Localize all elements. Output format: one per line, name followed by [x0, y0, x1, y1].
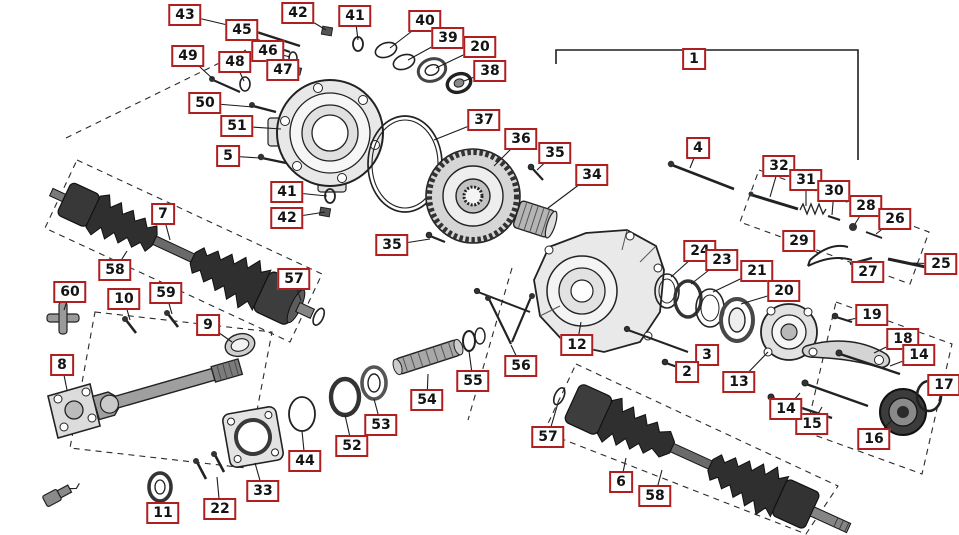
callout-57: 57 [531, 426, 565, 448]
callout-33: 33 [246, 480, 280, 502]
callout-36: 36 [504, 128, 538, 150]
callout-40: 40 [408, 10, 442, 32]
callout-58: 58 [638, 485, 672, 507]
callout-37: 37 [467, 109, 501, 131]
callout-56: 56 [504, 355, 538, 377]
callout-45: 45 [225, 19, 259, 41]
callout-49: 49 [171, 45, 205, 67]
part-1-bracket [555, 49, 859, 160]
callout-59: 59 [149, 282, 183, 304]
front-cover-housing [267, 79, 384, 193]
callout-27: 27 [851, 261, 885, 283]
callout-38: 38 [473, 60, 507, 82]
callout-12: 12 [560, 334, 594, 356]
callout-50: 50 [188, 92, 222, 114]
callout-25: 25 [924, 253, 958, 275]
callout-54: 54 [410, 389, 444, 411]
callout-20: 20 [463, 36, 497, 58]
callout-55: 55 [456, 370, 490, 392]
prop-shaft [42, 301, 256, 507]
wire-connector [42, 483, 80, 507]
callout-44: 44 [288, 450, 322, 472]
callout-60: 60 [53, 281, 87, 303]
callout-43: 43 [168, 4, 202, 26]
seal-stack [654, 273, 755, 343]
callout-30: 30 [817, 180, 851, 202]
callout-52: 52 [335, 435, 369, 457]
callout-11: 11 [146, 502, 180, 524]
callout-57: 57 [277, 268, 311, 290]
rear-cover-group [760, 303, 943, 436]
callout-6: 6 [609, 471, 633, 493]
callout-31: 31 [789, 169, 823, 191]
callout-51: 51 [220, 115, 254, 137]
callout-26: 26 [878, 208, 912, 230]
callout-17: 17 [927, 374, 959, 396]
callout-28: 28 [849, 195, 883, 217]
callout-15: 15 [795, 413, 829, 435]
callout-53: 53 [364, 414, 398, 436]
callout-14: 14 [902, 344, 936, 366]
callout-48: 48 [218, 51, 252, 73]
callout-1: 1 [682, 48, 706, 70]
callout-16: 16 [857, 428, 891, 450]
right-cv-axle [552, 384, 852, 534]
callout-2: 2 [675, 361, 699, 383]
gear-bolts [425, 163, 544, 244]
callout-3: 3 [695, 344, 719, 366]
callout-35: 35 [375, 234, 409, 256]
callout-23: 23 [705, 249, 739, 271]
callout-29: 29 [782, 230, 816, 252]
dust-cup [224, 332, 256, 358]
left-cv-axle [48, 182, 326, 326]
callout-14: 14 [769, 398, 803, 420]
seals-top [367, 41, 473, 213]
ring-gear [425, 148, 521, 244]
callout-41: 41 [270, 181, 304, 203]
callout-42: 42 [281, 2, 315, 24]
callout-9: 9 [196, 314, 220, 336]
u-joint-cross [46, 301, 80, 335]
callout-32: 32 [762, 155, 796, 177]
lower-middle-parts [147, 293, 535, 503]
callout-20: 20 [767, 280, 801, 302]
callout-21: 21 [740, 260, 774, 282]
callout-41: 41 [338, 5, 372, 27]
callout-35: 35 [538, 142, 572, 164]
callout-4: 4 [686, 137, 710, 159]
callout-5: 5 [216, 145, 240, 167]
callout-19: 19 [855, 304, 889, 326]
diff-housing [533, 229, 665, 353]
callout-22: 22 [203, 498, 237, 520]
callout-34: 34 [575, 164, 609, 186]
callout-7: 7 [151, 203, 175, 225]
callout-42: 42 [270, 207, 304, 229]
callout-47: 47 [266, 59, 300, 81]
spline-coupler [512, 200, 558, 239]
callout-8: 8 [50, 354, 74, 376]
callout-13: 13 [722, 371, 756, 393]
callout-58: 58 [98, 259, 132, 281]
callout-39: 39 [431, 27, 465, 49]
callout-10: 10 [107, 288, 141, 310]
